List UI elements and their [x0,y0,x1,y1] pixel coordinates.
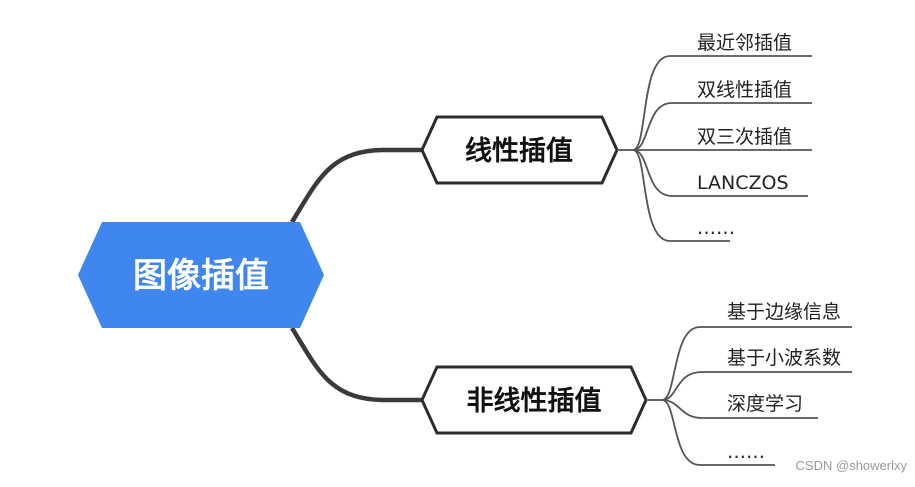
branch-label-nonlinear: 非线性插值 [467,386,602,417]
leaf-connector [632,102,812,151]
leaf-label: 深度学习 [727,393,803,415]
leaf-connector [632,55,812,151]
leaf-connector [632,149,808,197]
leaf-label: 基于边缘信息 [727,301,841,323]
root-label: 图像插值 [133,256,269,296]
leaf-label: …… [697,217,735,239]
leaf-label: 基于小波系数 [727,347,841,369]
leaf-label: 双三次插值 [697,126,792,148]
leaf-group-linear: 最近邻插值 双线性插值 双三次插值 LANCZOS …… [617,32,812,242]
leaf-connector [661,399,775,466]
leaf-connector [632,149,730,242]
leaf-label: LANCZOS [697,172,789,194]
leaf-label: 最近邻插值 [697,32,792,54]
leaf-label: …… [727,441,765,463]
leaf-connector [661,326,852,401]
branch-label-linear: 线性插值 [465,136,573,167]
leaf-connector [661,371,852,401]
leaf-label: 双线性插值 [697,79,792,101]
connector-root-linear [290,147,422,224]
connector-root-nonlinear [290,326,422,403]
leaf-group-nonlinear: 基于边缘信息 基于小波系数 深度学习 …… [646,301,852,466]
root-node[interactable] [78,222,324,328]
leaf-connector [661,399,818,419]
watermark-text: CSDN @showerlxy [795,458,907,473]
